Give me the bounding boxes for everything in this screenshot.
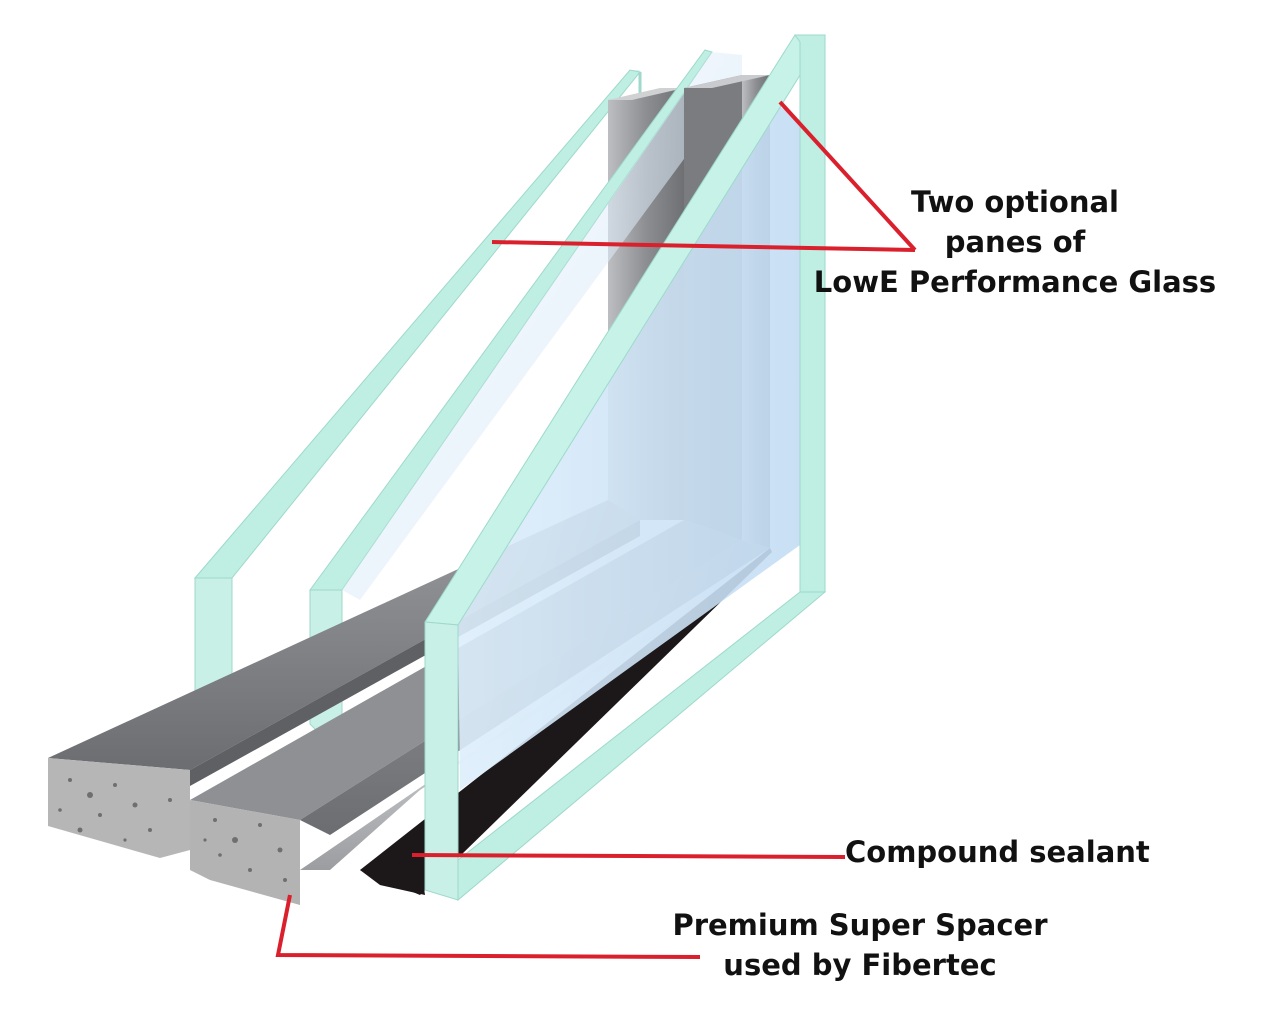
front-glass-pane bbox=[424, 34, 827, 902]
spacer-foam-texture bbox=[58, 778, 287, 882]
super-spacer-label: Premium Super Spacer used by Fibertec bbox=[650, 905, 1070, 985]
leader-lines bbox=[275, 100, 917, 959]
glass-label-line-3: LowE Performance Glass bbox=[813, 265, 1217, 299]
spacer-label-line-1: Premium Super Spacer bbox=[672, 908, 1048, 942]
spacer-label-line-2: used by Fibertec bbox=[723, 948, 997, 982]
compound-sealant-label: Compound sealant bbox=[845, 832, 1165, 872]
glass-label-line-1: Two optional bbox=[911, 185, 1119, 219]
sealant-label-line-1: Compound sealant bbox=[845, 835, 1150, 869]
leader-glass-front bbox=[778, 100, 917, 252]
glass-panes-label: Two optional panes of LowE Performance G… bbox=[800, 182, 1230, 302]
back-glass-pane bbox=[193, 69, 642, 701]
leader-spacer bbox=[275, 894, 701, 959]
glass-label-line-2: panes of bbox=[944, 225, 1086, 259]
leader-sealant bbox=[411, 853, 846, 859]
leader-glass-middle bbox=[491, 240, 916, 252]
